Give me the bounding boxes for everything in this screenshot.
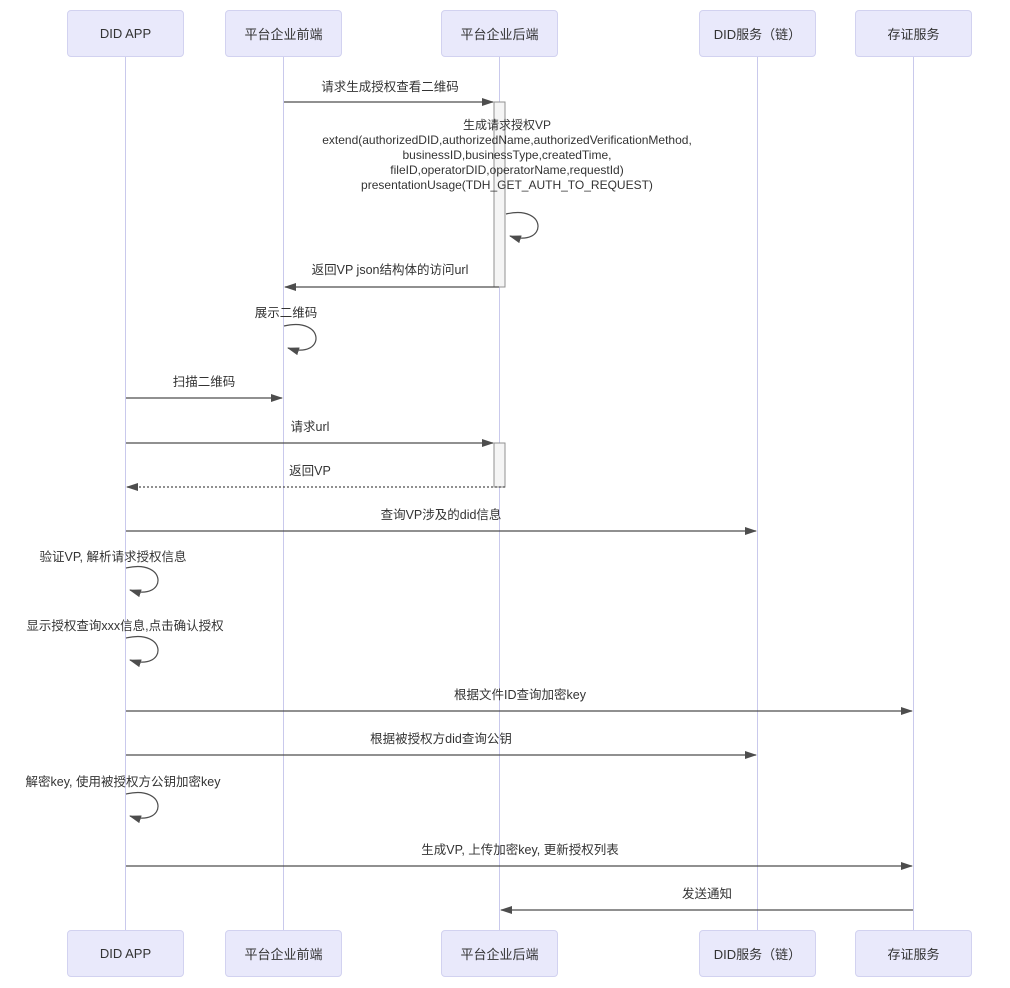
message-label-2: 返回VP json结构体的访问url (311, 263, 469, 277)
message-label-8: 验证VP, 解析请求授权信息 (39, 550, 187, 564)
self-loop-didapp-1 (125, 565, 159, 598)
participant-did-app-bottom: DID APP (67, 930, 184, 977)
participant-did-app-top: DID APP (67, 10, 184, 57)
message-label-4: 扫描二维码 (172, 375, 236, 389)
participant-platform-backend-top: 平台企业后端 (441, 10, 558, 57)
note-line-2: businessID,businessType,createdTime, (402, 148, 612, 162)
note-line-0: 生成请求授权VP (462, 118, 552, 132)
self-loop-backend (505, 211, 539, 244)
participant-platform-frontend-bottom: 平台企业前端 (225, 930, 342, 977)
note-line-3: fileID,operatorDID,operatorName,requestI… (390, 163, 624, 177)
participant-did-service-top: DID服务（链） (699, 10, 816, 57)
activation-bar-backend-1 (493, 101, 506, 288)
message-label-0: 请求生成授权查看二维码 (321, 80, 459, 94)
participant-platform-frontend-top: 平台企业前端 (225, 10, 342, 57)
participant-did-service-bottom: DID服务（链） (699, 930, 816, 977)
participant-evidence-service-top: 存证服务 (855, 10, 972, 57)
self-loop-frontend (283, 323, 317, 356)
note-line-4: presentationUsage(TDH_GET_AUTH_TO_REQUES… (361, 178, 653, 192)
message-label-3: 展示二维码 (254, 306, 318, 320)
message-label-7: 查询VP涉及的did信息 (380, 508, 502, 522)
self-message-note: 生成请求授权VP extend(authorizedDID,authorized… (322, 118, 692, 193)
message-label-11: 根据被授权方did查询公钥 (370, 732, 512, 746)
self-loop-didapp-3 (125, 791, 159, 824)
message-label-6: 返回VP (289, 464, 331, 478)
message-label-5: 请求url (290, 420, 330, 434)
message-label-10: 根据文件ID查询加密key (454, 688, 586, 702)
self-loop-didapp-2 (125, 635, 159, 668)
participant-platform-backend-bottom: 平台企业后端 (441, 930, 558, 977)
message-label-9: 显示授权查询xxx信息,点击确认授权 (26, 619, 224, 633)
note-line-1: extend(authorizedDID,authorizedName,auth… (322, 133, 692, 147)
activation-bar-backend-2 (493, 442, 506, 488)
message-label-13: 生成VP, 上传加密key, 更新授权列表 (421, 843, 619, 857)
message-label-14: 发送通知 (681, 887, 733, 901)
message-label-12: 解密key, 使用被授权方公钥加密key (25, 775, 221, 789)
participant-evidence-service-bottom: 存证服务 (855, 930, 972, 977)
